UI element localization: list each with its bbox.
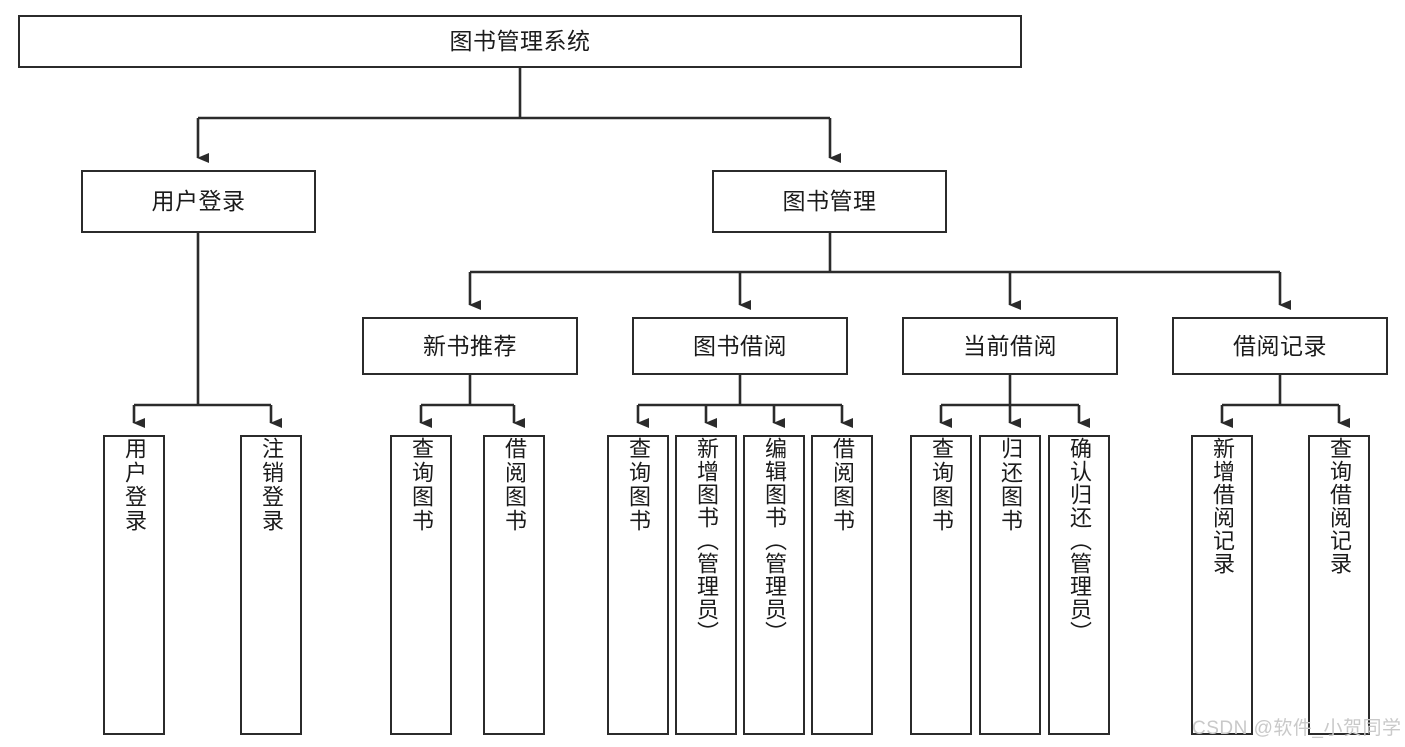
node-label: 借阅记录 [1233, 332, 1327, 359]
node-label: 确认归还（管理员） [1067, 437, 1092, 644]
leaf-logout[interactable]: 注销登录 [240, 435, 302, 735]
node-book-borrow[interactable]: 图书借阅 [632, 317, 848, 375]
node-label: 编辑图书（管理员） [762, 437, 787, 644]
node-label: 查询借阅记录 [1327, 437, 1352, 575]
node-label: 查询图书 [626, 437, 651, 533]
node-label: 借阅图书 [502, 437, 527, 533]
leaf-return-book[interactable]: 归还图书 [979, 435, 1041, 735]
leaf-query-book-current[interactable]: 查询图书 [910, 435, 972, 735]
node-label: 当前借阅 [963, 332, 1057, 359]
leaf-query-book-recommend[interactable]: 查询图书 [390, 435, 452, 735]
node-new-book-recommend[interactable]: 新书推荐 [362, 317, 578, 375]
node-label: 新书推荐 [423, 332, 517, 359]
csdn-watermark: CSDN @软件_小贺同学 [1192, 718, 1402, 739]
node-user-login[interactable]: 用户登录 [81, 170, 316, 233]
node-label: 图书管理系统 [449, 28, 591, 55]
leaf-confirm-return-admin[interactable]: 确认归还（管理员） [1048, 435, 1110, 735]
node-label: 借阅图书 [830, 437, 855, 533]
node-label: 查询图书 [929, 437, 954, 533]
node-current-borrow[interactable]: 当前借阅 [902, 317, 1118, 375]
node-label: 图书借阅 [693, 332, 787, 359]
leaf-query-borrow-record[interactable]: 查询借阅记录 [1308, 435, 1370, 735]
node-label: 用户登录 [151, 188, 246, 215]
node-label: 查询图书 [409, 437, 434, 533]
node-label: 注销登录 [259, 437, 284, 533]
leaf-edit-book-admin[interactable]: 编辑图书（管理员） [743, 435, 805, 735]
leaf-borrow-book-recommend[interactable]: 借阅图书 [483, 435, 545, 735]
node-label: 新增图书（管理员） [694, 437, 719, 644]
node-label: 图书管理 [782, 188, 877, 215]
leaf-query-book-borrow[interactable]: 查询图书 [607, 435, 669, 735]
node-borrow-record[interactable]: 借阅记录 [1172, 317, 1388, 375]
leaf-add-borrow-record[interactable]: 新增借阅记录 [1191, 435, 1253, 735]
node-label: 归还图书 [998, 437, 1023, 533]
node-root-system[interactable]: 图书管理系统 [18, 15, 1022, 68]
node-label: 用户登录 [122, 437, 147, 533]
leaf-user-login[interactable]: 用户登录 [103, 435, 165, 735]
leaf-add-book-admin[interactable]: 新增图书（管理员） [675, 435, 737, 735]
node-book-management[interactable]: 图书管理 [712, 170, 947, 233]
leaf-borrow-book[interactable]: 借阅图书 [811, 435, 873, 735]
node-label: 新增借阅记录 [1210, 437, 1235, 575]
